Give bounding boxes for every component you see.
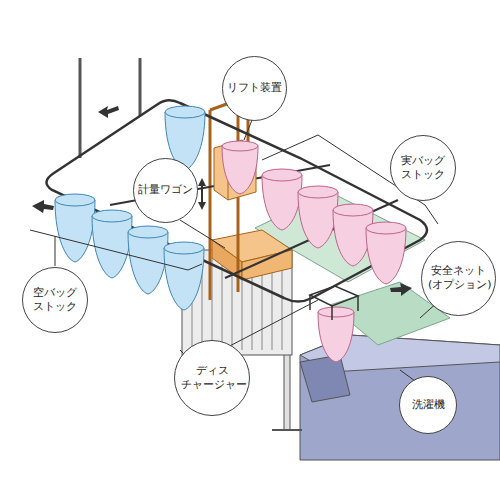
washer-chute	[300, 355, 350, 402]
callout-text: ディス チャージャー	[181, 364, 243, 392]
callout-text: リフト装置	[227, 81, 282, 95]
callout-text: 実バッグ ストック	[398, 154, 448, 182]
callout-text: 洗濯機	[412, 398, 445, 412]
callout-circle: 空バッグ ストック	[22, 267, 88, 333]
callout-text: 空バッグ ストック	[30, 286, 80, 314]
hanger-post	[139, 58, 142, 116]
leader-lines	[30, 115, 440, 381]
callout-circle: 計量ワゴン	[133, 158, 198, 223]
wagon-front	[242, 250, 292, 280]
hanger-post	[79, 58, 82, 158]
post-foot	[272, 429, 302, 431]
callout-circle: 実バッグ ストック	[390, 135, 456, 201]
callout-circle: リフト装置	[222, 56, 287, 121]
callout-circle: 安全ネット (オプション)	[421, 241, 496, 316]
callout-text: 安全ネット (オプション)	[428, 264, 488, 292]
discharger	[310, 286, 358, 320]
flow-arrows	[32, 106, 412, 296]
rail-loop	[46, 100, 427, 301]
callout-circle: ディス チャージャー	[174, 340, 250, 416]
callout-circle: 洗濯機	[399, 376, 457, 434]
callout-text: 計量ワゴン	[138, 183, 193, 197]
